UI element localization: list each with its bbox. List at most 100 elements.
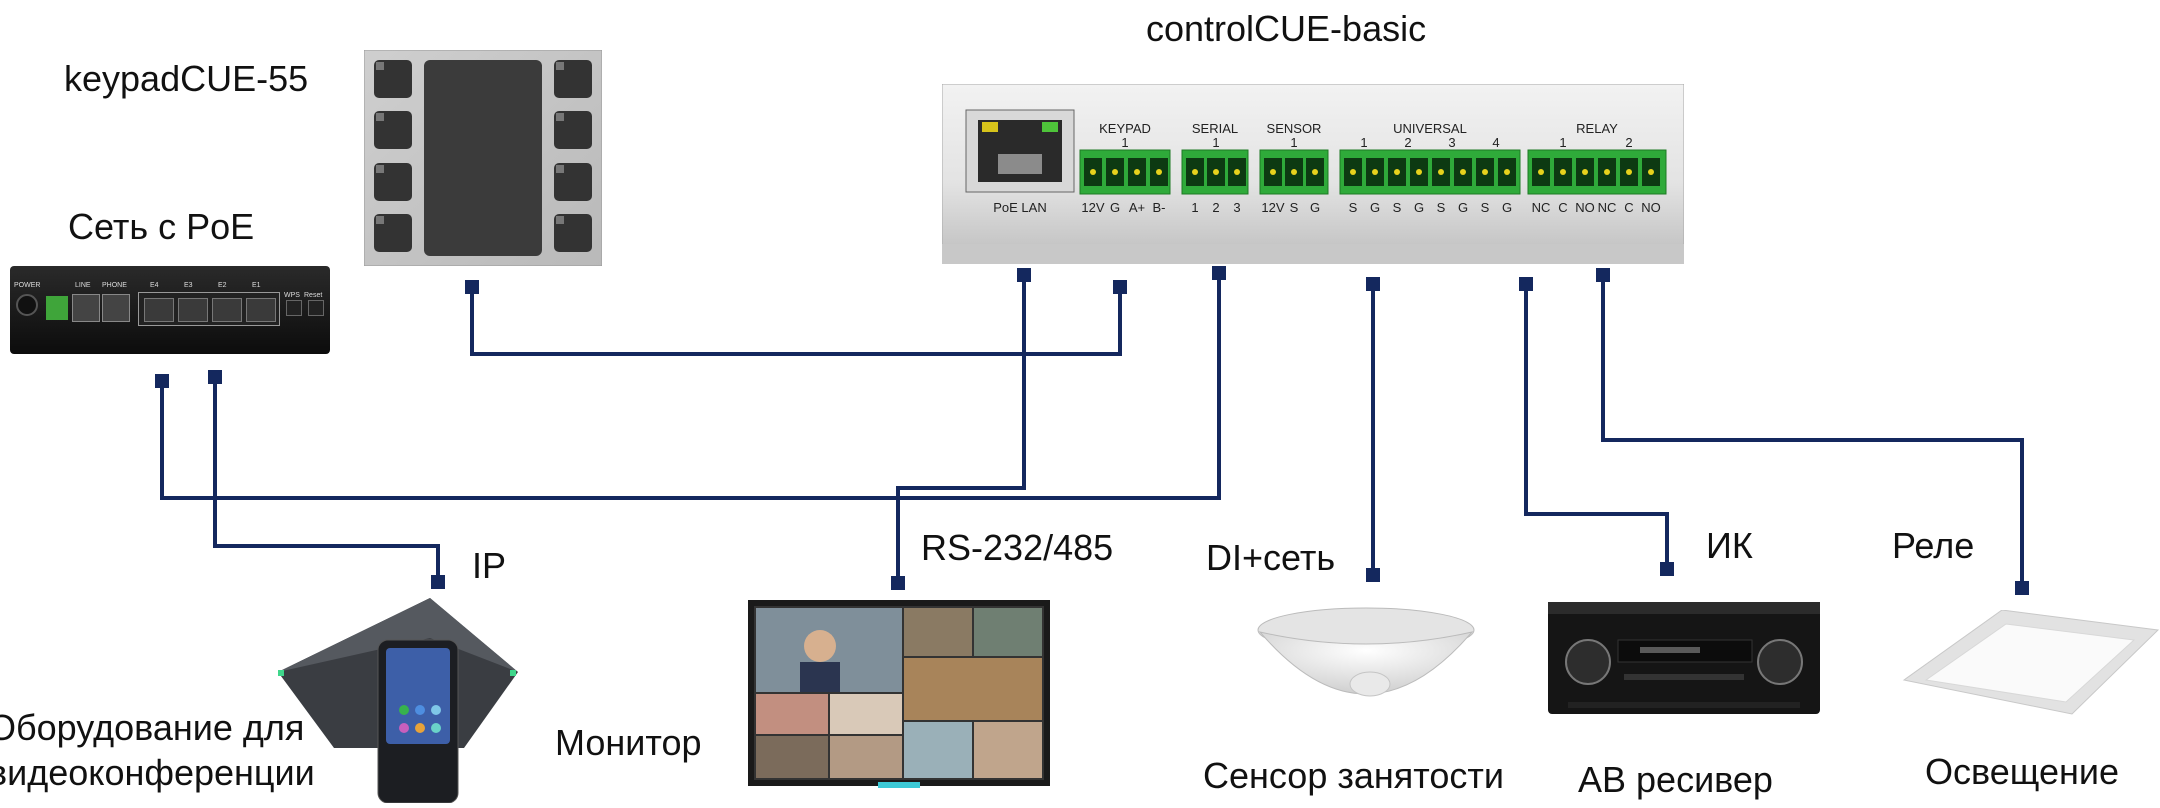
group-number: 1 [1212, 135, 1219, 150]
monitor-device [748, 600, 1050, 790]
group-number: 4 [1492, 135, 1499, 150]
wire-router-to-ip [213, 381, 440, 582]
group-sensor: SENSOR [1267, 121, 1322, 136]
power-terminal-icon [46, 296, 68, 320]
sensor-label: Сенсор занятости [1203, 755, 1504, 796]
pin-label: G [1458, 200, 1468, 215]
group-number: 1 [1360, 135, 1367, 150]
pin-label: 2 [1212, 200, 1219, 215]
pin-label: S [1481, 200, 1490, 215]
pin-label: NC [1532, 200, 1551, 215]
pin-label: S [1393, 200, 1402, 215]
light-panel-device [1902, 609, 2160, 716]
pin-label: C [1624, 200, 1633, 215]
router-port-label: E4 [150, 282, 159, 289]
power-jack-icon [16, 294, 38, 316]
pin-label: G [1310, 200, 1320, 215]
monitor-label: Монитор [555, 722, 702, 763]
pin-label: NC [1598, 200, 1617, 215]
router-port-label: E1 [252, 282, 261, 289]
connector-node [1660, 562, 1674, 576]
ethernet-port-icon [246, 298, 276, 322]
lan-port-label: PoE LAN [993, 200, 1046, 215]
wps-button-icon [286, 300, 302, 316]
connector-node [1596, 268, 1610, 282]
phone-port-icon [102, 294, 130, 322]
reset-button-icon [308, 300, 324, 316]
pin-label: 3 [1233, 200, 1240, 215]
wire-keypad-to-controller [470, 287, 1122, 356]
ip-label: IP [472, 545, 507, 586]
controller-title: controlCUE-basic [1146, 8, 1427, 49]
connector-node [465, 280, 479, 294]
pin-label: NO [1575, 200, 1595, 215]
ir-label: ИК [1706, 525, 1753, 566]
pin-label: G [1370, 200, 1380, 215]
poe-router-device: POWER LINE PHONE E4 E3 E2 E1 WPS Reset [10, 266, 330, 354]
connector-node [1017, 268, 1031, 282]
pin-label: 1 [1191, 200, 1198, 215]
pin-label: G [1502, 200, 1512, 215]
wire-router-to-rs [160, 273, 1221, 500]
group-number: 1 [1290, 135, 1297, 150]
wire-relay [1601, 275, 2024, 588]
pin-label: S [1349, 200, 1358, 215]
connector-node [1366, 568, 1380, 582]
router-power-label: POWER [14, 282, 41, 289]
group-number: 3 [1448, 135, 1455, 150]
group-number: 2 [1625, 135, 1632, 150]
connector-node [1519, 277, 1533, 291]
router-wps-label: WPS [284, 292, 300, 299]
group-number: 1 [1121, 135, 1128, 150]
relay-label: Реле [1892, 525, 1975, 566]
line-port-icon [72, 294, 100, 322]
group-serial: SERIAL [1192, 121, 1238, 136]
rs-label: RS-232/485 [921, 527, 1114, 568]
router-port-label: E2 [218, 282, 227, 289]
connector-node [431, 575, 445, 589]
group-number: 2 [1404, 135, 1411, 150]
group-relay: RELAY [1576, 121, 1618, 136]
connector-node [891, 576, 905, 590]
keypad-title: keypadCUE-55 [64, 58, 309, 99]
di-label: DI+сеть [1206, 537, 1336, 578]
pin-label: S [1290, 200, 1299, 215]
connector-node [1366, 277, 1380, 291]
group-number: 1 [1559, 135, 1566, 150]
lighting-label: Освещение [1925, 751, 2119, 792]
connector-node [155, 374, 169, 388]
conference-label-line2: видеоконференции [0, 752, 315, 793]
pin-label: 12V [1261, 200, 1284, 215]
pin-label: 12V [1081, 200, 1104, 215]
ethernet-port-icon [144, 298, 174, 322]
conference-phone-device [274, 598, 520, 804]
pin-label: A+ [1129, 200, 1145, 215]
group-universal: UNIVERSAL [1393, 121, 1467, 136]
pin-label: S [1437, 200, 1446, 215]
network-title: Сеть с PoE [68, 206, 255, 247]
router-line-label: LINE [75, 282, 91, 289]
keypad-device [363, 49, 603, 267]
pin-label: NO [1641, 200, 1661, 215]
wire-lan-to-monitor [896, 275, 1026, 583]
ethernet-port-icon [178, 298, 208, 322]
pin-label: B- [1153, 200, 1166, 215]
group-keypad: KEYPAD [1099, 121, 1151, 136]
connector-node [2015, 581, 2029, 595]
connector-node [208, 370, 222, 384]
av-receiver-device [1548, 602, 1820, 714]
router-phone-label: PHONE [102, 282, 127, 289]
occupancy-sensor-device [1256, 606, 1476, 716]
ethernet-port-icon [212, 298, 242, 322]
wire-ir [1524, 284, 1669, 569]
controller-device: KEYPAD SERIAL SENSOR UNIVERSAL RELAY 1 1… [941, 83, 1685, 265]
conference-label-line1: Оборудование для [0, 707, 305, 748]
router-reset-label: Reset [304, 292, 323, 299]
receiver-label: АВ ресивер [1578, 759, 1773, 800]
connector-node [1113, 280, 1127, 294]
connector-node [1212, 266, 1226, 280]
router-port-label: E3 [184, 282, 193, 289]
pin-label: C [1558, 200, 1567, 215]
pin-label: G [1110, 200, 1120, 215]
pin-label: G [1414, 200, 1424, 215]
